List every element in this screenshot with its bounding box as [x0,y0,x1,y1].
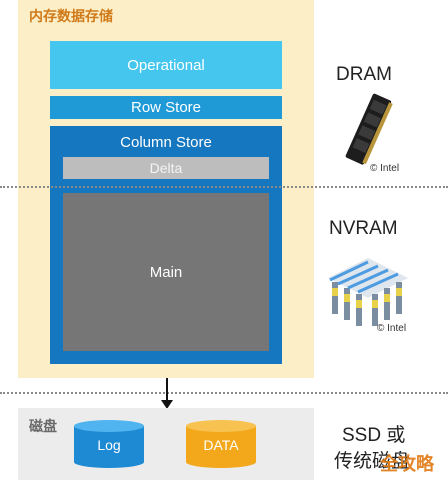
watermark-text: 全攻略 [380,454,434,474]
nvram-credit: © Intel [377,323,407,334]
column-store-label: Column Store [120,134,212,151]
flush-arrow-head [161,400,173,409]
operational-label: Operational [127,56,205,74]
data-cylinder-icon: DATA [186,420,256,468]
dram-label: DRAM [336,64,392,85]
disk-panel [18,408,314,480]
ssd-label: SSD 或 [342,425,406,446]
nvram-3d-xpoint-icon [328,258,408,326]
main-label: Main [149,263,183,281]
log-label: Log [97,437,121,453]
dram-credit: © Intel [370,163,400,174]
row-store-box: Row Store [50,96,282,119]
disk-title: 磁盘 [29,418,57,434]
delta-box: Delta [63,157,269,179]
traditional-disk-label: 传统磁盘 [334,451,411,472]
flush-arrow-shaft [166,378,168,404]
nvram-label: NVRAM [329,218,398,239]
row-store-label: Row Store [130,99,202,116]
delta-label: Delta [149,160,183,176]
log-cylinder-icon: Log [74,420,144,468]
memory-disk-separator [0,392,448,394]
main-box: Main [63,193,269,351]
data-label: DATA [203,437,239,453]
operational-box: Operational [50,41,282,89]
dram-module-icon [345,93,393,165]
in-memory-storage-title: 内存数据存储 [29,8,113,24]
dram-nvram-separator [0,186,448,188]
